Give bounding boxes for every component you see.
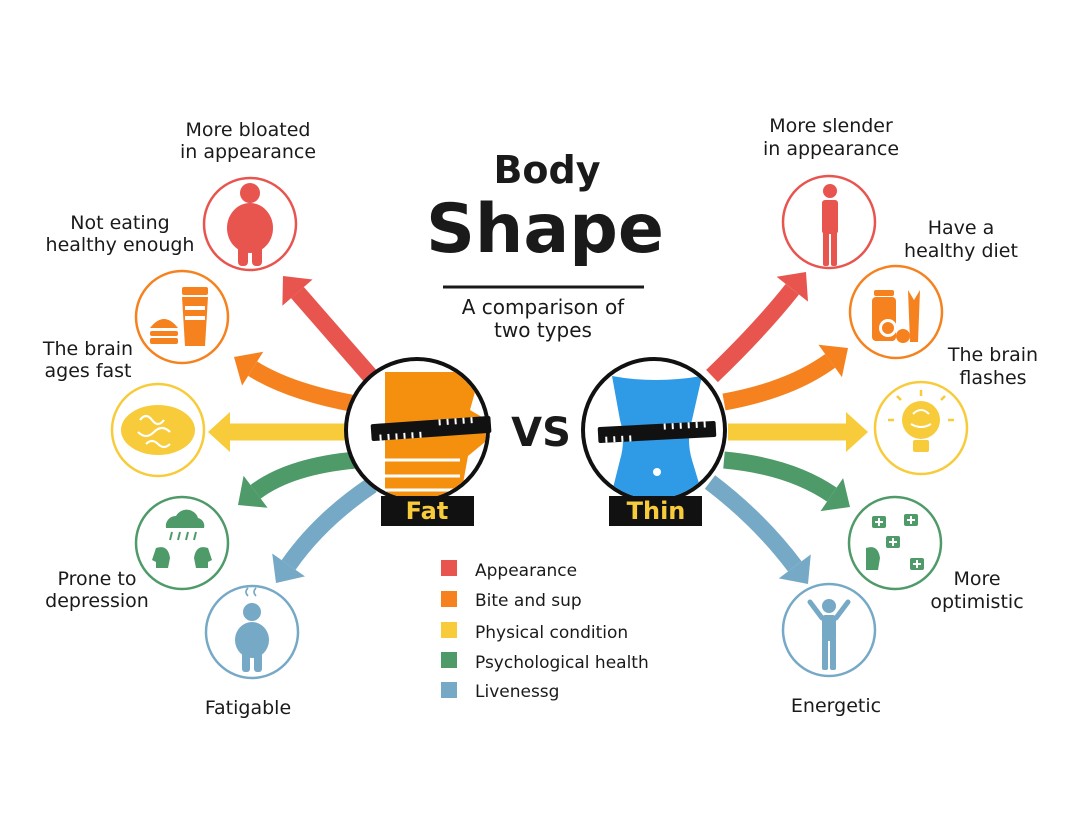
subtitle-line1: A comparison of	[462, 295, 625, 319]
legend-label-appearance: Appearance	[475, 561, 577, 581]
fat-label-appearance-1: More bloated	[186, 119, 311, 141]
thin-item-appearance	[783, 176, 875, 268]
thin-label-liveness-1: Energetic	[791, 695, 881, 717]
subtitle-line2: two types	[494, 318, 592, 342]
thin-label-appearance-1: More slender	[769, 115, 893, 137]
thin-item-psych	[849, 497, 941, 589]
thin-arrow-liveness	[710, 482, 811, 584]
brain-icon	[121, 405, 195, 455]
fat-body-figure: Fat	[346, 359, 491, 526]
legend-swatch-bite	[441, 591, 457, 607]
thin-label-bite-2: healthy diet	[904, 240, 1018, 262]
thin-name: Thin	[627, 497, 686, 525]
fat-arrow-physical	[208, 412, 346, 452]
thin-arrow-physical	[728, 412, 868, 452]
fat-name: Fat	[406, 497, 449, 525]
fat-label-bite-2: healthy enough	[46, 234, 195, 256]
fat-item-liveness	[206, 586, 298, 678]
fat-label-physical-2: ages fast	[44, 360, 131, 382]
fat-arrow-appearance	[282, 276, 372, 378]
thin-label-psych-2: optimistic	[930, 591, 1023, 613]
legend-swatch-psych	[441, 652, 457, 668]
legend-label-liveness: Livenessg	[475, 682, 559, 702]
thin-label-psych-1: More	[953, 568, 1000, 590]
legend-label-physical: Physical condition	[475, 623, 628, 643]
thin-item-bite	[850, 266, 942, 358]
vs-label: VS	[511, 410, 571, 456]
thin-label-bite-1: Have a	[928, 217, 995, 239]
title-line1: Body	[493, 148, 600, 192]
legend: Appearance Bite and sup Physical conditi…	[441, 560, 649, 702]
title-line2: Shape	[426, 190, 664, 269]
fat-item-appearance	[204, 178, 296, 270]
fat-label-liveness-1: Fatigable	[205, 697, 291, 719]
legend-label-psych: Psychological health	[475, 653, 649, 673]
thin-label-physical-2: flashes	[959, 367, 1026, 389]
thin-label-appearance-2: in appearance	[763, 138, 899, 160]
legend-swatch-physical	[441, 622, 457, 638]
fat-label-psych-1: Prone to	[58, 568, 137, 590]
thin-item-liveness	[783, 584, 875, 676]
thin-body-figure: Thin	[583, 359, 725, 526]
fat-label-appearance-2: in appearance	[180, 141, 316, 163]
thin-arrows	[710, 272, 868, 584]
fat-item-physical	[112, 384, 204, 476]
fat-item-psych	[136, 497, 228, 589]
thin-arrow-appearance	[712, 272, 808, 376]
title: Body Shape A comparison of two types	[426, 148, 664, 342]
legend-swatch-liveness	[441, 682, 457, 698]
thin-item-physical	[875, 382, 967, 474]
fat-arrow-bite	[234, 352, 356, 404]
fat-label-psych-2: depression	[45, 590, 149, 612]
fat-arrow-liveness	[272, 485, 372, 583]
legend-label-bite: Bite and sup	[475, 591, 582, 611]
thin-label-physical-1: The brain	[947, 344, 1038, 366]
fat-label-physical-1: The brain	[42, 338, 133, 360]
legend-swatch-appearance	[441, 560, 457, 576]
fat-label-bite-1: Not eating	[70, 212, 170, 234]
fat-item-bite	[136, 271, 228, 363]
